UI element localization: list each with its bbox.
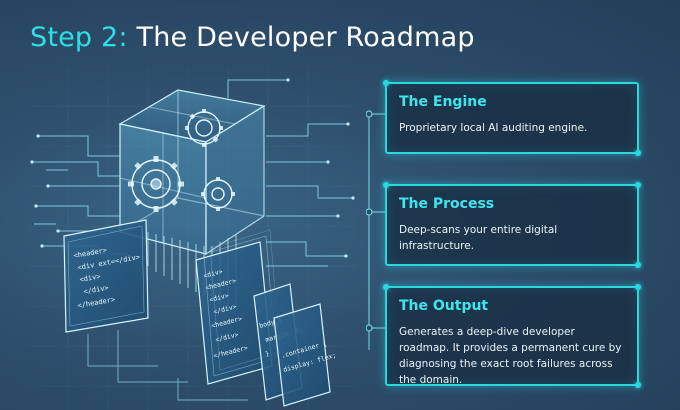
- code-panel-left: [63, 219, 149, 333]
- page-title: Step 2: The Developer Roadmap: [30, 22, 475, 53]
- card-output: The Output Generates a deep-dive develop…: [383, 284, 641, 388]
- card-output-heading: The Output: [399, 298, 489, 314]
- title-rest: The Developer Roadmap: [127, 22, 475, 53]
- corner-dot: [383, 284, 389, 290]
- card-process: The Process Deep-scans your entire digit…: [383, 182, 641, 268]
- corner-dot: [635, 382, 641, 388]
- card-output-body: Generates a deep-dive developer roadmap.…: [399, 326, 622, 386]
- gear-icon: [128, 109, 235, 212]
- corner-dot: [635, 150, 641, 156]
- card-process-heading: The Process: [399, 196, 495, 212]
- corner-dot: [383, 182, 389, 188]
- card-engine-heading: The Engine: [399, 94, 487, 110]
- title-step: Step 2:: [30, 22, 128, 53]
- card-process-body: Deep-scans your entire digital infrastru…: [399, 224, 558, 252]
- code-left-2: <div>: [79, 272, 101, 284]
- blueprint-illustration: <header> <div ext=</div> <div> </div> </…: [28, 66, 358, 410]
- card-engine: The Engine Proprietary local AI auditing…: [383, 80, 641, 156]
- corner-dot: [635, 262, 641, 268]
- corner-dot: [635, 284, 641, 290]
- corner-dot: [635, 182, 641, 188]
- connector-rail: [366, 110, 385, 350]
- code-ra-2: }: [264, 349, 270, 358]
- code-panel-right-b: [273, 303, 331, 407]
- corner-dot: [383, 80, 389, 86]
- card-engine-body: Proprietary local AI auditing engine.: [399, 122, 588, 134]
